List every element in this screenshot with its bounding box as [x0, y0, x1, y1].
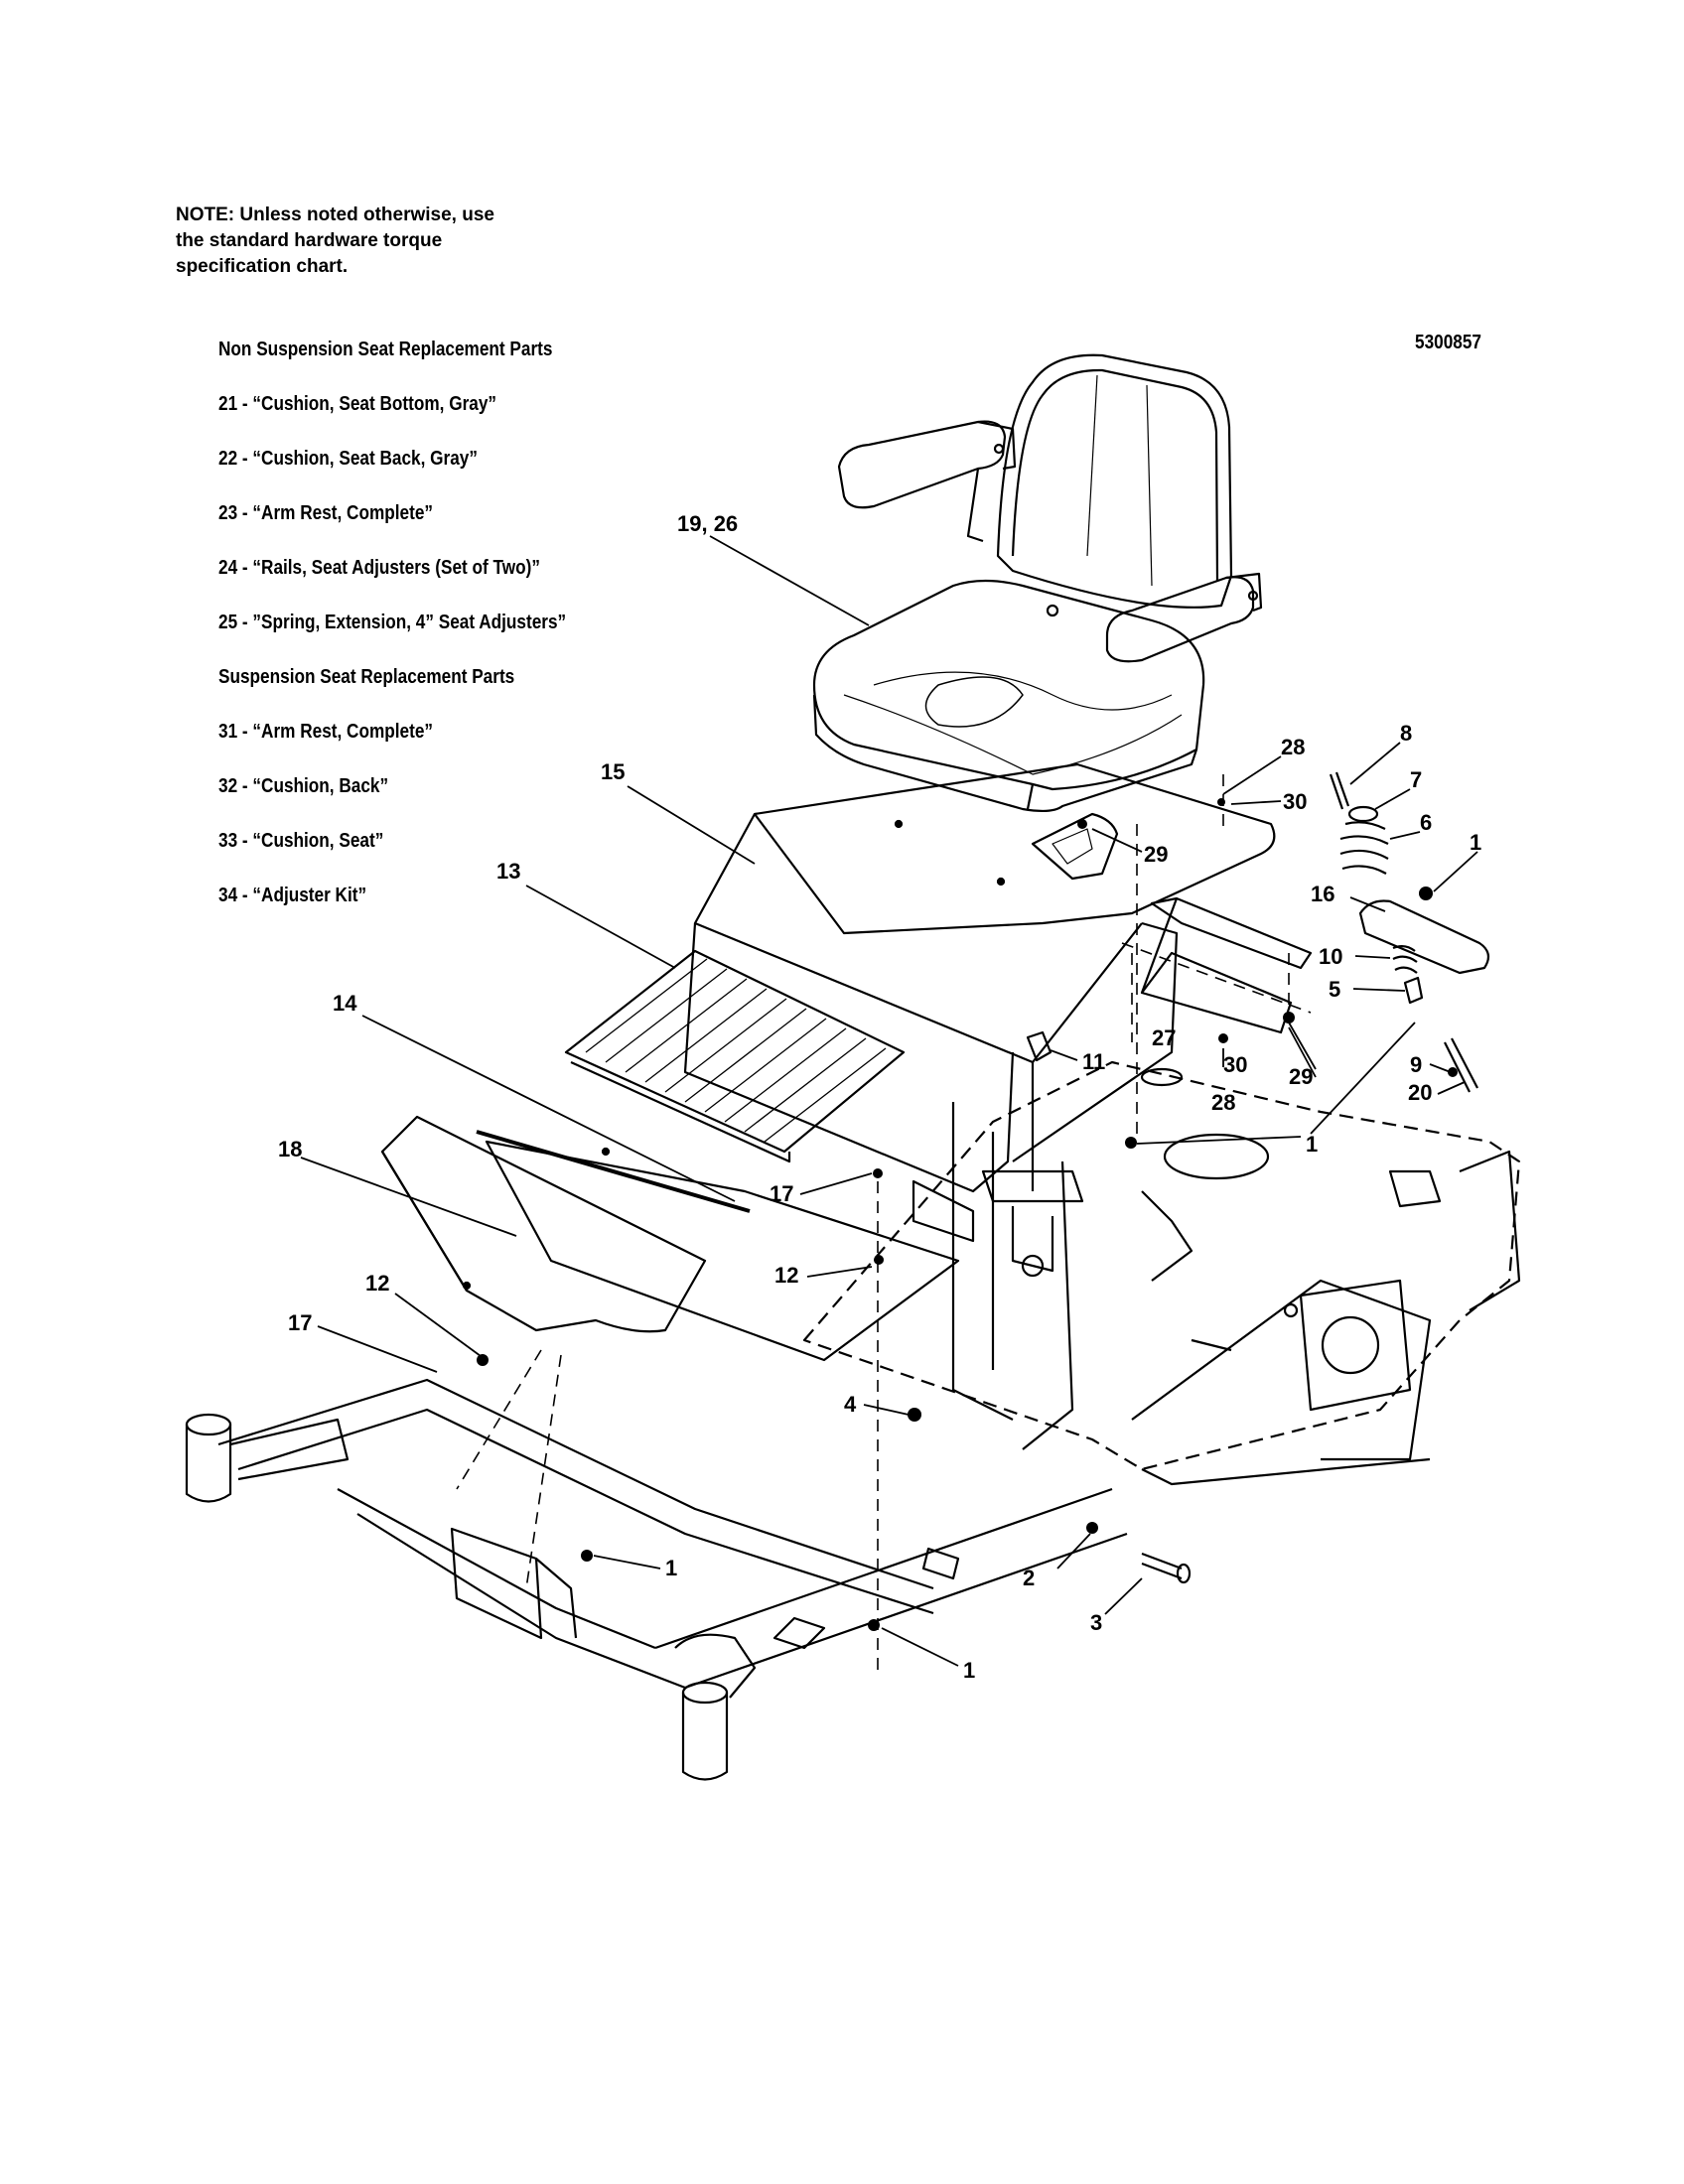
diagram-number: 5300857	[1415, 332, 1481, 353]
callout-17: 17	[770, 1181, 793, 1206]
replacement-parts-list: Non Suspension Seat Replacement Parts 21…	[218, 336, 566, 936]
note-line: NOTE: Unless noted otherwise, use	[176, 205, 494, 225]
callout-1: 1	[963, 1658, 975, 1683]
seat-pan	[683, 762, 1276, 1193]
callout-7: 7	[1410, 767, 1422, 792]
callout-10: 10	[1319, 944, 1342, 969]
callout-16: 16	[1311, 882, 1334, 906]
callout-labels: 19, 26 15 13 14 18 12 17 12 17 4 1 2 3 1…	[278, 511, 1481, 1683]
note-line: specification chart.	[176, 256, 349, 277]
callout-18: 18	[278, 1137, 302, 1161]
callout-3: 3	[1090, 1610, 1102, 1635]
torque-note: NOTE: Unless noted otherwise, use the st…	[176, 203, 593, 280]
callout-28: 28	[1281, 735, 1305, 759]
foot-plate	[476, 1130, 960, 1362]
callout-19-26: 19, 26	[677, 511, 738, 536]
parts-item: 22 - “Cushion, Seat Back, Gray”	[218, 448, 478, 470]
callout-4: 4	[844, 1392, 857, 1417]
parts-item: 25 - ”Spring, Extension, 4” Seat Adjuste…	[218, 612, 567, 633]
parts-item: 32 - “Cushion, Back”	[218, 775, 389, 797]
callout-2: 2	[1023, 1566, 1035, 1590]
callout-1: 1	[1306, 1132, 1318, 1157]
callout-12: 12	[365, 1271, 389, 1296]
callout-14: 14	[333, 991, 357, 1016]
callout-28: 28	[1211, 1090, 1235, 1115]
callout-12: 12	[774, 1263, 798, 1288]
callout-29: 29	[1144, 842, 1168, 867]
callout-27: 27	[1152, 1025, 1176, 1050]
parts-heading: Non Suspension Seat Replacement Parts	[218, 339, 553, 360]
floor-mat	[564, 949, 906, 1163]
callout-13: 13	[496, 859, 520, 884]
leader-lines	[300, 535, 1478, 1667]
callout-6: 6	[1420, 810, 1432, 835]
note-line: the standard hardware torque	[176, 230, 443, 251]
parts-item: 31 - “Arm Rest, Complete”	[218, 721, 434, 743]
callout-1: 1	[1470, 830, 1481, 855]
callout-30: 30	[1223, 1052, 1247, 1077]
main-frame	[185, 771, 1521, 1781]
callout-30: 30	[1283, 789, 1307, 814]
parts-item: 21 - “Cushion, Seat Bottom, Gray”	[218, 393, 497, 415]
callout-9: 9	[1410, 1052, 1422, 1077]
assembly-lines	[456, 774, 1312, 1678]
callout-20: 20	[1408, 1080, 1432, 1105]
callout-15: 15	[601, 759, 625, 784]
parts-heading: Suspension Seat Replacement Parts	[218, 666, 515, 688]
callout-1: 1	[665, 1556, 677, 1580]
callout-11: 11	[1082, 1049, 1105, 1074]
callout-29: 29	[1289, 1064, 1313, 1089]
seat-assembly	[812, 353, 1263, 813]
hardware-dots	[477, 798, 1458, 1631]
callout-5: 5	[1329, 977, 1340, 1002]
parts-item: 33 - “Cushion, Seat”	[218, 830, 384, 852]
front-shield	[380, 1115, 707, 1333]
parts-item: 23 - “Arm Rest, Complete”	[218, 502, 434, 524]
callout-8: 8	[1400, 721, 1412, 746]
parts-item: 34 - “Adjuster Kit”	[218, 885, 367, 906]
callout-17: 17	[288, 1310, 312, 1335]
parts-item: 24 - “Rails, Seat Adjusters (Set of Two)…	[218, 557, 541, 579]
